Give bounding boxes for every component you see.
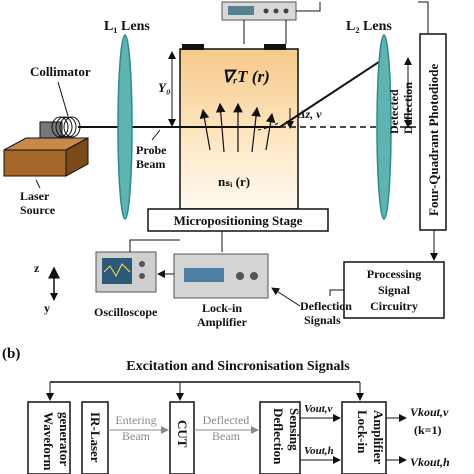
signal-generator-device [221,1,297,21]
lockin-label-2: Amplifier [197,315,248,329]
gradient-label: ∇ᵣT (r) [222,67,270,86]
lockin-b-label-2: Amplifier [371,410,386,464]
detected-label-1: Detected [387,89,401,134]
stage-label: Micropositioning Stage [174,213,303,228]
axis-z-label: z [34,261,40,275]
collimator-pointer [57,81,69,117]
part-b-title: Excitation and Sincronisation Signals [126,359,350,374]
probe-label-1: Probe [136,143,167,157]
generator-wire [243,20,287,44]
waveform-label-1: Waveform [41,412,56,471]
deflected-label-2: Beam [212,429,241,443]
sample [179,44,299,210]
vout-h-label: Vout,h [304,445,334,457]
l2-lens [376,34,392,220]
laser-label-1: Laser [20,189,50,203]
deflection-signals-label-2: Signals [304,313,341,327]
sensing-label-2: Sensing [287,408,302,451]
processing-label-2: Signal [378,283,411,297]
out-h-label: Vkout,h [410,455,450,469]
waveform-box [27,401,71,474]
y0-label: Y₀ [158,80,170,95]
lockin-label-1: Lock-in [202,301,242,315]
entering-label-2: Beam [122,429,151,443]
cut-box [169,401,195,474]
lockin-device [173,253,269,299]
laser-source [3,121,89,177]
cut-label: CUT [175,420,190,448]
sensing-label-1: Deflection [271,408,286,465]
collimator-coil [51,116,81,138]
sensing-box [259,401,301,474]
lockin-b-label-1: Lock-in [355,410,370,454]
delta-label: Δz, v [297,107,322,121]
collimator-label: Collimator [30,64,91,79]
signal-wire [329,289,344,296]
processing-box [343,261,445,319]
out-v-label: Vkout,v [410,405,449,419]
processing-label-1: Processing [367,267,421,281]
laser-label-2: Source [20,203,56,217]
l1-lens-label: L₁ Lens [104,19,150,34]
deflected-label-1: Deflected [203,413,250,427]
signal-arrow [271,287,301,307]
generator-wire [296,2,321,12]
part-b-label: (b) [2,346,20,362]
photodiode-box [419,33,447,231]
probe-pointer [151,129,161,141]
photodiode-label: Four-Quadrant Photodiode [426,63,441,216]
probe-label-2: Beam [136,157,165,171]
stage-box [147,208,329,232]
oscilloscope-label: Oscilloscope [94,305,158,319]
laser-pointer [35,179,41,189]
ir-laser-label: IR-Laser [88,412,103,463]
oscilloscope-device [95,251,157,293]
entering-label-1: Entering [115,413,156,427]
deflection-signals-label-1: Deflection [300,299,352,313]
waveform-label-2: generator [57,412,72,466]
l1-lens [117,34,133,220]
photodiode-wire [418,1,429,34]
n-si-label: nₛᵢ (r) [218,174,250,189]
l2-lens-label: L₂ Lens [346,19,392,34]
processing-label-3: Circuitry [370,299,418,313]
axis-y-label: y [44,301,50,315]
ir-laser-box [81,401,109,474]
sync-wire [129,239,180,252]
heat-flow-arrows [199,102,276,153]
detected-label-2: Deflection [401,82,415,134]
out-k-label: (k=1) [414,423,442,437]
deflected-path [257,121,281,131]
lockin-box [341,401,387,474]
vout-v-label: Vout,v [304,403,333,415]
